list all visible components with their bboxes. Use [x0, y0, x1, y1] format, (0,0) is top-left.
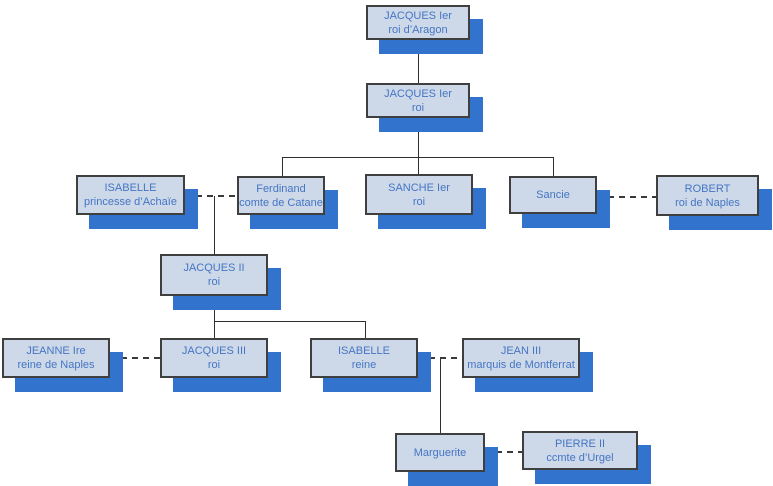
edge-children-bus-row3 — [282, 157, 553, 158]
person-name: Ferdinand — [256, 182, 306, 195]
marriage-line-sancie-robert — [597, 196, 656, 198]
person-title: reine de Naples — [17, 359, 95, 371]
edge-jacques1roi-down — [418, 118, 419, 157]
node-robert[interactable]: ROBERT roi de Naples — [656, 175, 759, 216]
person-name: Sancie — [536, 189, 570, 201]
person-name: JACQUES III — [181, 345, 247, 357]
person-name: JACQUES Ier — [384, 9, 452, 22]
person-name: JACQUES II — [183, 262, 245, 274]
person-name: ROBERT — [684, 182, 731, 195]
person-title: marquis de Montferrat — [467, 359, 575, 371]
node-jacques-iii[interactable]: JACQUES III roi — [160, 338, 268, 378]
node-jean-iii[interactable]: JEAN III marquis de Montferrat — [462, 338, 580, 378]
node-sancie[interactable]: Sancie — [509, 176, 597, 214]
edge-children-bus-row5 — [214, 321, 365, 322]
node-isabelle-achaie[interactable]: ISABELLE princesse d’Achaïe — [76, 175, 185, 215]
edge-bus-to-isabelle-reine — [365, 321, 366, 338]
marriage-line-jeanne-jacques3 — [110, 357, 160, 359]
edge-jacques1aragon-to-jacques1roi — [418, 40, 419, 83]
person-name: JEANNE Ire — [26, 345, 86, 357]
node-jacques-ii[interactable]: JACQUES II roi — [160, 254, 268, 296]
person-title: reine — [351, 359, 377, 371]
person-title: roi de Naples — [675, 196, 740, 209]
person-name: Marguerite — [413, 446, 467, 459]
edge-marriage4-to-marguerite — [440, 358, 441, 433]
edge-bus-to-ferdinand — [282, 157, 283, 176]
person-name: SANCHE Ier — [388, 181, 450, 194]
node-isabelle-reine[interactable]: ISABELLE reine — [310, 338, 418, 378]
person-title: princesse d’Achaïe — [84, 196, 177, 208]
person-title: roi — [207, 359, 221, 371]
person-name: JEAN III — [500, 345, 542, 357]
node-jacques-ier-roi[interactable]: JACQUES Ier roi — [366, 83, 470, 118]
node-jeanne-ire[interactable]: JEANNE Ire reine de Naples — [2, 338, 110, 378]
marriage-line-isabelle-ferdinand — [185, 195, 237, 197]
person-name: PIERRE II — [554, 437, 606, 450]
person-name: JACQUES Ier — [384, 87, 452, 100]
node-pierre-ii[interactable]: PIERRE II ccmte d’Urgel — [522, 431, 638, 470]
edge-bus-to-sancie — [553, 157, 554, 176]
person-title: comte de Catane — [239, 196, 323, 209]
marriage-line-marguerite-pierre2 — [485, 451, 522, 453]
person-title: roi — [207, 276, 221, 288]
person-title: roi — [412, 195, 426, 208]
person-name: ISABELLE — [338, 345, 390, 357]
node-sanche-ier[interactable]: SANCHE Ier roi — [365, 174, 473, 215]
edge-bus-to-sanche — [418, 157, 419, 174]
edge-bus-to-jacques3 — [214, 321, 215, 338]
node-marguerite[interactable]: Marguerite — [395, 433, 485, 472]
edge-jacques2-down — [214, 296, 215, 321]
node-ferdinand[interactable]: Ferdinand comte de Catane — [237, 176, 325, 215]
marriage-line-isabelle-jean3 — [418, 357, 462, 359]
node-jacques-ier-aragon[interactable]: JACQUES Ier roi d’Aragon — [366, 5, 470, 40]
person-title: roi d’Aragon — [388, 23, 448, 36]
person-name: ISABELLE — [104, 182, 157, 194]
edge-marriage1-to-jacques2 — [214, 196, 215, 254]
person-title: ccmte d’Urgel — [546, 451, 614, 464]
person-title: roi — [411, 101, 425, 114]
